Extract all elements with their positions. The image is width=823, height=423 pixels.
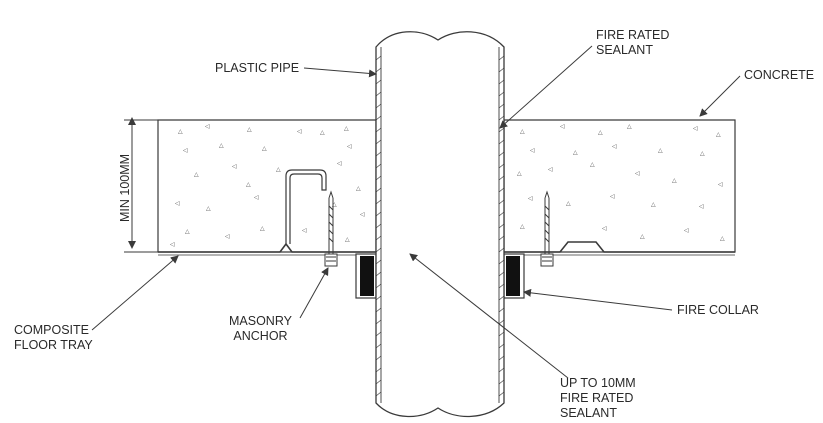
svg-text:△: △ (517, 170, 522, 177)
svg-text:△: △ (194, 171, 199, 178)
svg-text:△: △ (627, 123, 632, 130)
svg-text:◁: ◁ (347, 143, 352, 150)
svg-text:◁: ◁ (232, 163, 237, 170)
leader-fire-rated-sealant (499, 45, 593, 129)
tray-rib (285, 169, 327, 244)
svg-text:△: △ (598, 129, 603, 136)
svg-text:◁: ◁ (612, 143, 617, 150)
svg-text:△: △ (332, 201, 337, 208)
concrete-aggregate-left: △◁△ ◁△△ ◁△△ ◁△◁ △△◁ △◁△ ◁△◁ △◁△ ◁△◁ (170, 123, 365, 248)
label-concrete: CONCRETE (744, 68, 815, 82)
svg-text:◁: ◁ (602, 225, 607, 232)
leader-concrete (699, 75, 741, 117)
svg-text:◁: ◁ (699, 203, 704, 210)
svg-text:△: △ (700, 150, 705, 157)
svg-text:△: △ (590, 161, 595, 168)
svg-text:◁: ◁ (635, 170, 640, 177)
svg-text:△: △ (520, 223, 525, 230)
svg-text:◁: ◁ (297, 128, 302, 135)
svg-text:△: △ (356, 185, 361, 192)
svg-text:◁: ◁ (560, 123, 565, 130)
svg-text:◁: ◁ (170, 241, 175, 248)
svg-text:◁: ◁ (302, 227, 307, 234)
svg-text:△: △ (260, 225, 265, 232)
leader-masonry-anchor (299, 267, 329, 319)
svg-text:△: △ (185, 228, 190, 235)
label-plastic-pipe: PLASTIC PIPE (215, 61, 300, 75)
label-masonry-anchor: MASONRY ANCHOR (229, 314, 292, 343)
svg-text:◁: ◁ (360, 211, 365, 218)
label-composite-floor-tray: COMPOSITE FLOOR TRAY (14, 323, 93, 352)
svg-text:△: △ (247, 126, 252, 133)
svg-text:△: △ (344, 125, 349, 132)
svg-text:◁: ◁ (254, 194, 259, 201)
svg-text:◁: ◁ (548, 166, 553, 173)
label-gap-sealant: UP TO 10MM FIRE RATED SEALANT (560, 376, 636, 420)
concrete-slab-left (157, 119, 377, 253)
concrete-slab-right (503, 119, 736, 253)
svg-text:△: △ (262, 145, 267, 152)
svg-text:◁: ◁ (183, 147, 188, 154)
label-fire-collar: FIRE COLLAR (677, 303, 759, 317)
svg-text:◁: ◁ (337, 160, 342, 167)
fire-collar (355, 253, 525, 299)
svg-text:◁: ◁ (528, 195, 533, 202)
svg-text:△: △ (178, 128, 183, 135)
svg-text:△: △ (520, 128, 525, 135)
svg-text:△: △ (345, 236, 350, 243)
leader-composite-floor-tray (91, 255, 179, 331)
svg-text:△: △ (206, 205, 211, 212)
svg-text:△: △ (246, 181, 251, 188)
svg-text:△: △ (566, 200, 571, 207)
svg-text:◁: ◁ (175, 200, 180, 207)
masonry-anchor-right (540, 190, 554, 267)
svg-text:△: △ (219, 142, 224, 149)
label-min-100mm: MIN 100MM (118, 153, 132, 222)
svg-text:◁: ◁ (610, 193, 615, 200)
masonry-anchor-left (324, 190, 338, 267)
svg-text:△: △ (320, 129, 325, 136)
leader-plastic-pipe (303, 67, 377, 78)
svg-text:◁: ◁ (530, 147, 535, 154)
leader-fire-collar (523, 288, 673, 311)
depth-dimension (124, 117, 170, 253)
leader-gap-sealant (409, 253, 569, 379)
svg-text:◁: ◁ (205, 123, 210, 130)
svg-text:△: △ (720, 235, 725, 242)
pipe-wall-hatch (375, 55, 505, 397)
svg-text:◁: ◁ (718, 181, 723, 188)
label-fire-rated-sealant: FIRE RATED SEALANT (596, 28, 670, 57)
concrete-aggregate-right: △ ◁ △ △ ◁ △ ◁ △ ◁ △ △ △ ◁ △ ◁ △ ◁ ◁ △ ◁ △ ◁ △ ◁ △ ◁ △ (517, 123, 725, 242)
svg-text:△: △ (651, 201, 656, 208)
svg-text:△: △ (672, 177, 677, 184)
svg-text:◁: ◁ (693, 125, 698, 132)
svg-text:△: △ (573, 149, 578, 156)
svg-text:△: △ (716, 131, 721, 138)
svg-text:△: △ (658, 147, 663, 154)
svg-text:△: △ (640, 233, 645, 240)
plastic-pipe (375, 31, 505, 418)
svg-text:△: △ (276, 166, 281, 173)
svg-text:◁: ◁ (225, 233, 230, 240)
svg-text:◁: ◁ (684, 227, 689, 234)
